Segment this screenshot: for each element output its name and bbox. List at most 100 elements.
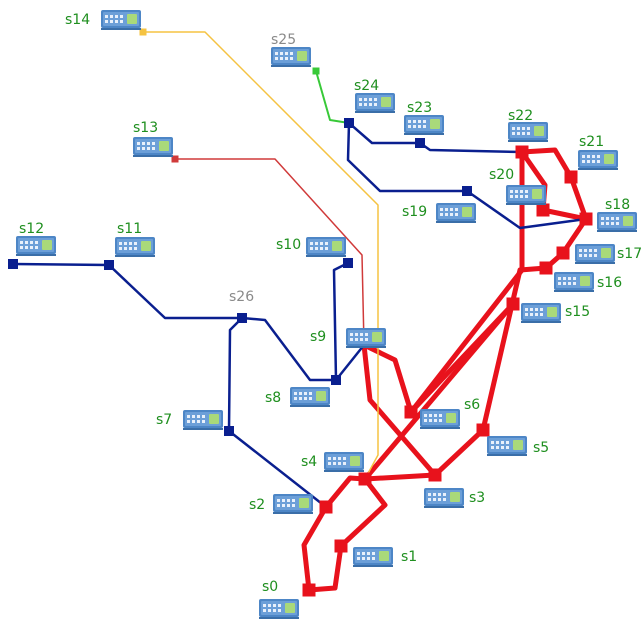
junction-s3	[428, 468, 442, 482]
link-s19-s18	[465, 189, 588, 230]
link-s26-s11	[107, 263, 244, 320]
switch-label-s8: s8	[265, 390, 281, 406]
junction-s23	[415, 138, 425, 148]
junction-s1	[334, 539, 348, 553]
junction-s4	[358, 472, 372, 486]
switch-label-s20: s20	[489, 167, 514, 183]
junction-s11	[104, 260, 114, 270]
switch-s19-network-switch-icon[interactable]	[436, 203, 476, 223]
switch-s1-network-switch-icon[interactable]	[353, 547, 393, 567]
switch-s24-network-switch-icon[interactable]	[355, 93, 395, 113]
switch-s7-network-switch-icon[interactable]	[183, 410, 223, 430]
link-s11-s12	[11, 262, 111, 267]
switch-label-s16: s16	[597, 275, 622, 291]
switch-s21-network-switch-icon[interactable]	[578, 150, 618, 170]
switch-s11-network-switch-icon[interactable]	[115, 237, 155, 257]
junction-s10	[343, 258, 353, 268]
switch-s2-network-switch-icon[interactable]	[273, 494, 313, 514]
link-s14-s4	[142, 31, 379, 480]
link-s23-s22	[418, 141, 524, 154]
switch-label-s23: s23	[407, 100, 432, 116]
junction-s7	[224, 426, 234, 436]
switch-s12-network-switch-icon[interactable]	[16, 236, 56, 256]
switch-label-s22: s22	[508, 108, 533, 124]
switch-label-s4: s4	[301, 454, 317, 470]
link-s0-s1	[306, 543, 344, 593]
link-s18-s21	[568, 174, 589, 222]
switch-s25-network-switch-icon[interactable]	[271, 47, 311, 67]
link-s3-s5	[432, 427, 486, 478]
junction-s26	[237, 313, 247, 323]
junction-s15	[506, 297, 520, 311]
junction-s16	[539, 261, 553, 275]
switch-label-s26: s26	[229, 289, 254, 305]
junction-s20	[536, 203, 550, 217]
link-s24-s25	[315, 70, 350, 124]
switch-s16-network-switch-icon[interactable]	[554, 272, 594, 292]
switch-label-s24: s24	[354, 78, 379, 94]
link-s26-s8	[240, 316, 338, 382]
switch-s13-network-switch-icon[interactable]	[133, 137, 173, 157]
switch-label-s0: s0	[262, 579, 278, 595]
switch-s4-network-switch-icon[interactable]	[324, 452, 364, 472]
switch-s15-network-switch-icon[interactable]	[521, 303, 561, 323]
switch-s22-network-switch-icon[interactable]	[508, 122, 548, 142]
switch-s0-network-switch-icon[interactable]	[259, 599, 299, 619]
link-s0-s2	[301, 504, 329, 593]
junction-s6	[404, 405, 418, 419]
junction-s18	[579, 212, 593, 226]
switch-s6-network-switch-icon[interactable]	[420, 409, 460, 429]
junction-s19	[462, 186, 472, 196]
junction-s24	[344, 118, 354, 128]
switch-label-s15: s15	[565, 304, 590, 320]
switch-label-s18: s18	[605, 197, 630, 213]
switch-s23-network-switch-icon[interactable]	[404, 115, 444, 135]
junction-s13	[171, 155, 179, 163]
switch-label-s2: s2	[249, 497, 265, 513]
link-s24-s23	[347, 121, 422, 145]
switch-s8-network-switch-icon[interactable]	[290, 387, 330, 407]
switch-s14-network-switch-icon[interactable]	[101, 10, 141, 30]
link-s1-s4	[338, 476, 388, 549]
switch-s3-network-switch-icon[interactable]	[424, 488, 464, 508]
junction-s14	[139, 28, 147, 36]
switch-label-s14: s14	[65, 12, 90, 28]
link-s8-s10	[332, 261, 350, 382]
link-s24-s19	[346, 121, 469, 193]
junction-s22	[515, 145, 529, 159]
link-s7-s26	[227, 316, 244, 433]
switch-label-s3: s3	[469, 490, 485, 506]
junctions-layer	[8, 28, 593, 597]
junction-s2	[319, 500, 333, 514]
junction-s25	[312, 67, 320, 75]
junction-s5	[476, 423, 490, 437]
junction-s8	[331, 375, 341, 385]
switch-s18-network-switch-icon[interactable]	[597, 212, 637, 232]
link-s9-s6	[361, 342, 414, 415]
switch-label-s5: s5	[533, 440, 549, 456]
switch-label-s21: s21	[579, 134, 604, 150]
switch-label-s6: s6	[464, 397, 480, 413]
junction-s12	[8, 259, 18, 269]
junction-s17	[556, 246, 570, 260]
switch-label-s9: s9	[310, 329, 326, 345]
switch-s9-network-switch-icon[interactable]	[346, 328, 386, 348]
switch-label-s10: s10	[276, 237, 301, 253]
switch-label-s17: s17	[617, 246, 642, 262]
switch-label-s25: s25	[271, 32, 296, 48]
switch-s10-network-switch-icon[interactable]	[306, 237, 346, 257]
switch-label-s1: s1	[401, 549, 417, 565]
switch-s20-network-switch-icon[interactable]	[506, 185, 546, 205]
switch-label-s19: s19	[402, 204, 427, 220]
link-s6-s15	[408, 301, 516, 415]
link-s4-s3	[362, 472, 438, 482]
switch-label-s13: s13	[133, 120, 158, 136]
switch-s17-network-switch-icon[interactable]	[575, 244, 615, 264]
switch-label-s12: s12	[19, 221, 44, 237]
junction-s0	[302, 583, 316, 597]
switch-s5-network-switch-icon[interactable]	[487, 436, 527, 456]
link-s5-s16	[480, 265, 549, 433]
link-s3-s9	[361, 342, 438, 478]
